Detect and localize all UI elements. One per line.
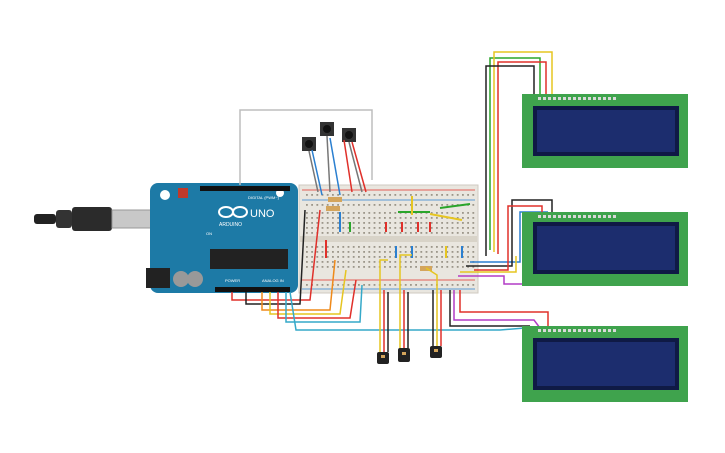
temperature-sensor-2[interactable]: [398, 348, 410, 362]
temperature-sensor-1[interactable]: [377, 352, 389, 364]
arduino-uno-board[interactable]: UNO ARDUINO DIGITAL (PWM~) POWER ANALOG …: [146, 183, 298, 293]
resistor-2[interactable]: [326, 206, 340, 211]
lcd-bottom[interactable]: [522, 326, 688, 402]
breadboard-jumpers: [325, 196, 471, 258]
pushbutton-3[interactable]: [342, 128, 356, 142]
pushbutton-1[interactable]: [302, 137, 316, 151]
digital-header: [200, 186, 290, 191]
power-analog-header: [215, 287, 290, 292]
lcd-top-pins: [538, 97, 616, 100]
lcd-top[interactable]: [522, 94, 688, 168]
usb-cable[interactable]: [34, 207, 157, 231]
lcd-bottom-pins: [538, 329, 616, 332]
power-label: POWER: [225, 278, 240, 283]
analog-label: ANALOG IN: [262, 278, 284, 283]
arduino-to-breadboard-wires: [231, 209, 526, 331]
sensor-wires: [379, 254, 442, 352]
temperature-sensor-3[interactable]: [430, 346, 442, 358]
resistor-1[interactable]: [328, 197, 342, 202]
lcd-middle-pins: [538, 215, 616, 218]
sensor-group: [377, 346, 442, 364]
pushbutton-group: [302, 122, 356, 151]
lcd-middle[interactable]: [522, 212, 688, 286]
digital-pins-label: DIGITAL (PWM~): [248, 195, 280, 200]
on-label: ON: [206, 231, 212, 236]
board-model-label: UNO: [250, 208, 275, 220]
board-brand-label: ARDUINO: [219, 222, 242, 228]
breadboard[interactable]: [298, 184, 479, 294]
arduino-logo: [218, 206, 248, 218]
lcd-wires: [449, 51, 553, 329]
power-loop-wire: [239, 109, 373, 185]
pushbutton-2[interactable]: [320, 122, 334, 136]
microcontroller-chip: [210, 249, 288, 269]
reset-button[interactable]: [178, 188, 188, 198]
